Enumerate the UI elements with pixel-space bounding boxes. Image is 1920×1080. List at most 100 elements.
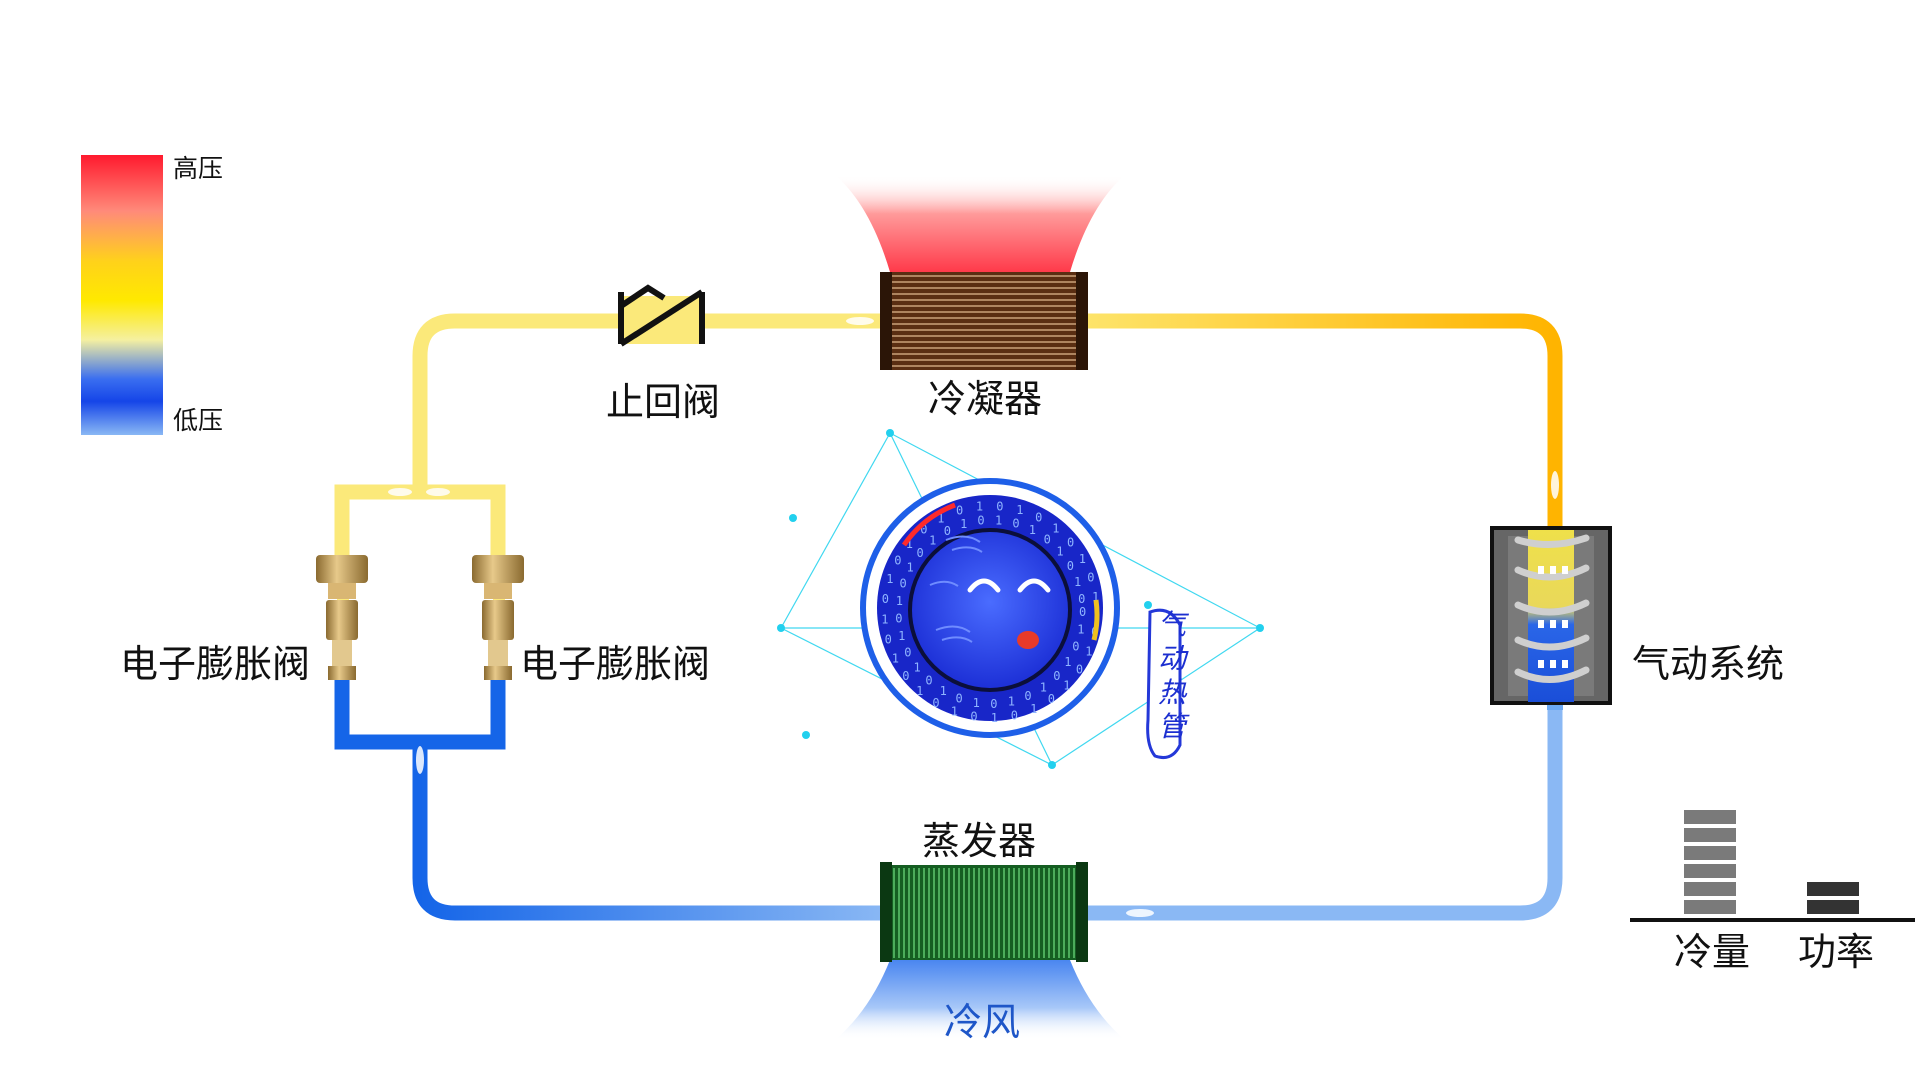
svg-text:1: 1	[907, 560, 914, 574]
logo-red-arc	[901, 502, 956, 547]
svg-text:1: 1	[1079, 552, 1086, 566]
pressure-legend-bar	[81, 155, 163, 435]
svg-text:1: 1	[973, 696, 980, 710]
pneumatic-system-label: 气动系统	[1632, 642, 1785, 686]
svg-text:1: 1	[1008, 695, 1015, 709]
svg-text:1: 1	[906, 537, 913, 551]
svg-text:1: 1	[914, 660, 921, 674]
svg-text:1: 1	[951, 705, 958, 719]
pneumatic-system-unit	[1490, 526, 1612, 705]
svg-text:0: 0	[1035, 511, 1042, 525]
svg-text:1: 1	[886, 572, 893, 586]
svg-text:1: 1	[1063, 679, 1070, 693]
svg-text:0: 0	[1087, 571, 1094, 585]
cooling-bar-segment	[1684, 864, 1736, 878]
power-bar-segment	[1807, 900, 1859, 914]
logo-face-mouth	[1017, 631, 1039, 649]
svg-text:0: 0	[1072, 640, 1079, 654]
power-bar	[1807, 882, 1859, 914]
hot-air-plume	[835, 175, 1125, 272]
svg-text:1: 1	[1077, 623, 1084, 637]
svg-text:0: 0	[944, 524, 951, 538]
svg-text:1: 1	[1052, 522, 1059, 536]
svg-text:1: 1	[881, 612, 888, 626]
svg-text:0: 0	[956, 692, 963, 706]
svg-text:1: 1	[1030, 702, 1037, 716]
pipe-bottom-left	[412, 737, 896, 921]
svg-text:1: 1	[1085, 645, 1092, 659]
cooling-bar-segment	[1684, 900, 1736, 914]
svg-text:1: 1	[892, 652, 899, 666]
expansion-valve-right-body	[472, 555, 524, 680]
svg-text:0: 0	[970, 710, 977, 724]
condenser-label: 冷凝器	[928, 377, 1043, 421]
legend-low-label: 低压	[173, 406, 224, 435]
cold-air-plume	[835, 960, 1125, 1040]
svg-text:1: 1	[1064, 655, 1071, 669]
svg-text:0: 0	[996, 499, 1003, 513]
logo-face	[908, 528, 1072, 692]
power-label: 功率	[1798, 930, 1875, 974]
cooling-bar-segment	[1684, 846, 1736, 860]
svg-text:0: 0	[990, 697, 997, 711]
svg-text:1: 1	[976, 500, 983, 514]
svg-text:0: 0	[925, 673, 932, 687]
evaporator-coil	[880, 862, 1088, 962]
bar-chart	[1630, 810, 1915, 922]
svg-text:0: 0	[885, 632, 892, 646]
logo-text-badge	[1146, 608, 1182, 760]
svg-text:1: 1	[991, 711, 998, 725]
expansion-valve-left-label: 电子膨胀阀	[120, 642, 311, 686]
svg-text:0: 0	[917, 546, 924, 560]
legend-high-label: 高压	[173, 154, 224, 183]
logo-face-eyes	[967, 578, 1051, 593]
cooling-bar	[1684, 810, 1736, 914]
svg-text:0: 0	[932, 696, 939, 710]
svg-text:0: 0	[1079, 605, 1086, 619]
pipe-manifold-top	[334, 484, 506, 568]
svg-text:0: 0	[1053, 669, 1060, 683]
svg-text:1: 1	[937, 511, 944, 525]
svg-text:1: 1	[929, 534, 936, 548]
svg-text:1: 1	[1074, 575, 1081, 589]
pipe-manifold-bottom	[334, 672, 506, 750]
svg-text:0: 0	[1076, 663, 1083, 677]
cooling-bar-segment	[1684, 810, 1736, 824]
svg-text:1: 1	[1056, 545, 1063, 559]
svg-text:0: 0	[1044, 533, 1051, 547]
svg-text:0: 0	[900, 577, 907, 591]
evaporator-label: 蒸发器	[922, 819, 1037, 863]
svg-text:1: 1	[1040, 680, 1047, 694]
svg-text:0: 0	[977, 514, 984, 528]
svg-text:0: 0	[895, 611, 902, 625]
expansion-valve-right-label: 电子膨胀阀	[520, 642, 711, 686]
svg-text:0: 0	[1012, 517, 1019, 531]
svg-text:0: 0	[902, 669, 909, 683]
svg-text:0: 0	[904, 645, 911, 659]
pipe-top-left	[412, 313, 896, 498]
svg-text:0: 0	[1024, 689, 1031, 703]
svg-text:1: 1	[1016, 503, 1023, 517]
check-valve-symbol	[618, 284, 705, 347]
svg-text:1: 1	[896, 594, 903, 608]
svg-text:1: 1	[940, 684, 947, 698]
svg-text:0: 0	[1078, 592, 1085, 606]
logo-yellow-arc	[1091, 599, 1100, 641]
svg-text:0: 0	[1048, 692, 1055, 706]
svg-text:1: 1	[916, 684, 923, 698]
svg-text:0: 0	[920, 523, 927, 537]
cooling-bar-segment	[1684, 882, 1736, 896]
logo-wind-icons	[929, 535, 983, 643]
pipe-top-right	[1077, 313, 1563, 538]
cooling-label: 冷量	[1674, 930, 1751, 974]
cold-air-label: 冷风	[944, 1000, 1021, 1044]
pipe-loop	[334, 313, 1563, 921]
svg-text:0: 0	[1067, 559, 1074, 573]
logo-network-dots	[777, 429, 1264, 769]
pipe-right-lower	[1077, 692, 1563, 921]
logo-text: 气动热管	[1157, 608, 1186, 743]
flow-highlights	[388, 317, 1559, 917]
svg-text:0: 0	[956, 504, 963, 518]
